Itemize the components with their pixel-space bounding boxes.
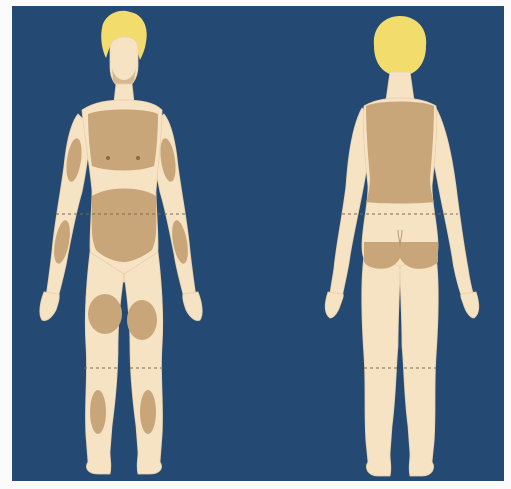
back-neck (386, 72, 414, 100)
front-abdomen-region (92, 189, 157, 263)
front-left-thigh-region (88, 294, 122, 334)
front-left-nipple (106, 156, 110, 160)
front-neck (114, 84, 134, 102)
back-upper-back-region (366, 102, 434, 204)
front-right-calf-region (140, 390, 156, 434)
diagram-panel (12, 6, 504, 481)
front-left-calf-region (90, 390, 106, 434)
back-hair (374, 16, 426, 76)
front-right-thigh-region (127, 300, 157, 340)
front-chest-region (88, 110, 158, 171)
front-right-nipple (136, 156, 140, 160)
body-diagram-svg (12, 6, 504, 481)
